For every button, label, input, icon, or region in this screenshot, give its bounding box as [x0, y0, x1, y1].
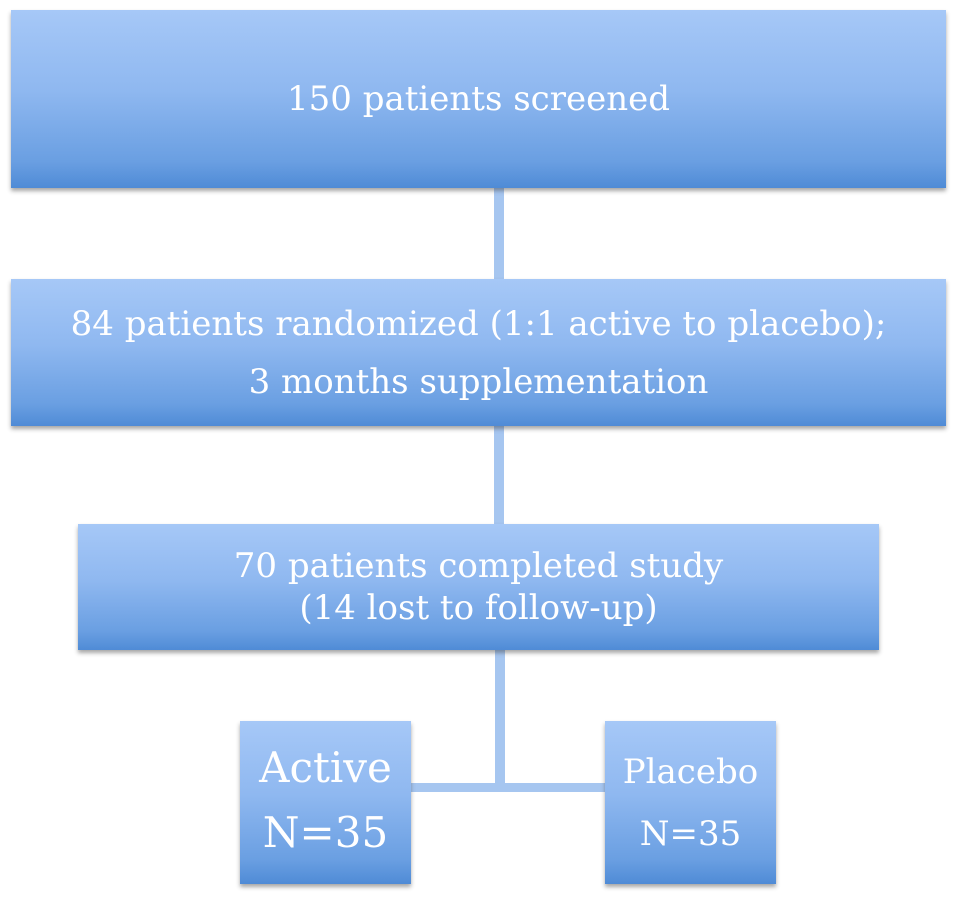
screened-box: 150 patients screened	[11, 10, 946, 188]
active-group-count: N=35	[262, 807, 389, 857]
completed-box: 70 patients completed study (14 lost to …	[78, 524, 879, 650]
placebo-group-box: Placebo N=35	[605, 721, 776, 884]
connector-completed-branch	[495, 650, 505, 790]
randomized-text-line1: 84 patients randomized (1:1 active to pl…	[70, 303, 887, 344]
connector-branch-horizontal	[411, 783, 605, 792]
randomized-box: 84 patients randomized (1:1 active to pl…	[11, 279, 946, 426]
randomized-text-line2: 3 months supplementation	[248, 361, 709, 402]
connector-randomized-completed	[494, 426, 504, 524]
placebo-group-count: N=35	[639, 813, 742, 854]
connector-screened-randomized	[494, 188, 504, 279]
completed-text-line1: 70 patients completed study	[233, 546, 724, 586]
screened-text: 150 patients screened	[287, 79, 670, 119]
placebo-group-label: Placebo	[622, 751, 759, 792]
active-group-label: Active	[259, 742, 392, 792]
completed-text-line2: (14 lost to follow-up)	[299, 588, 658, 628]
active-group-box: Active N=35	[240, 721, 411, 884]
